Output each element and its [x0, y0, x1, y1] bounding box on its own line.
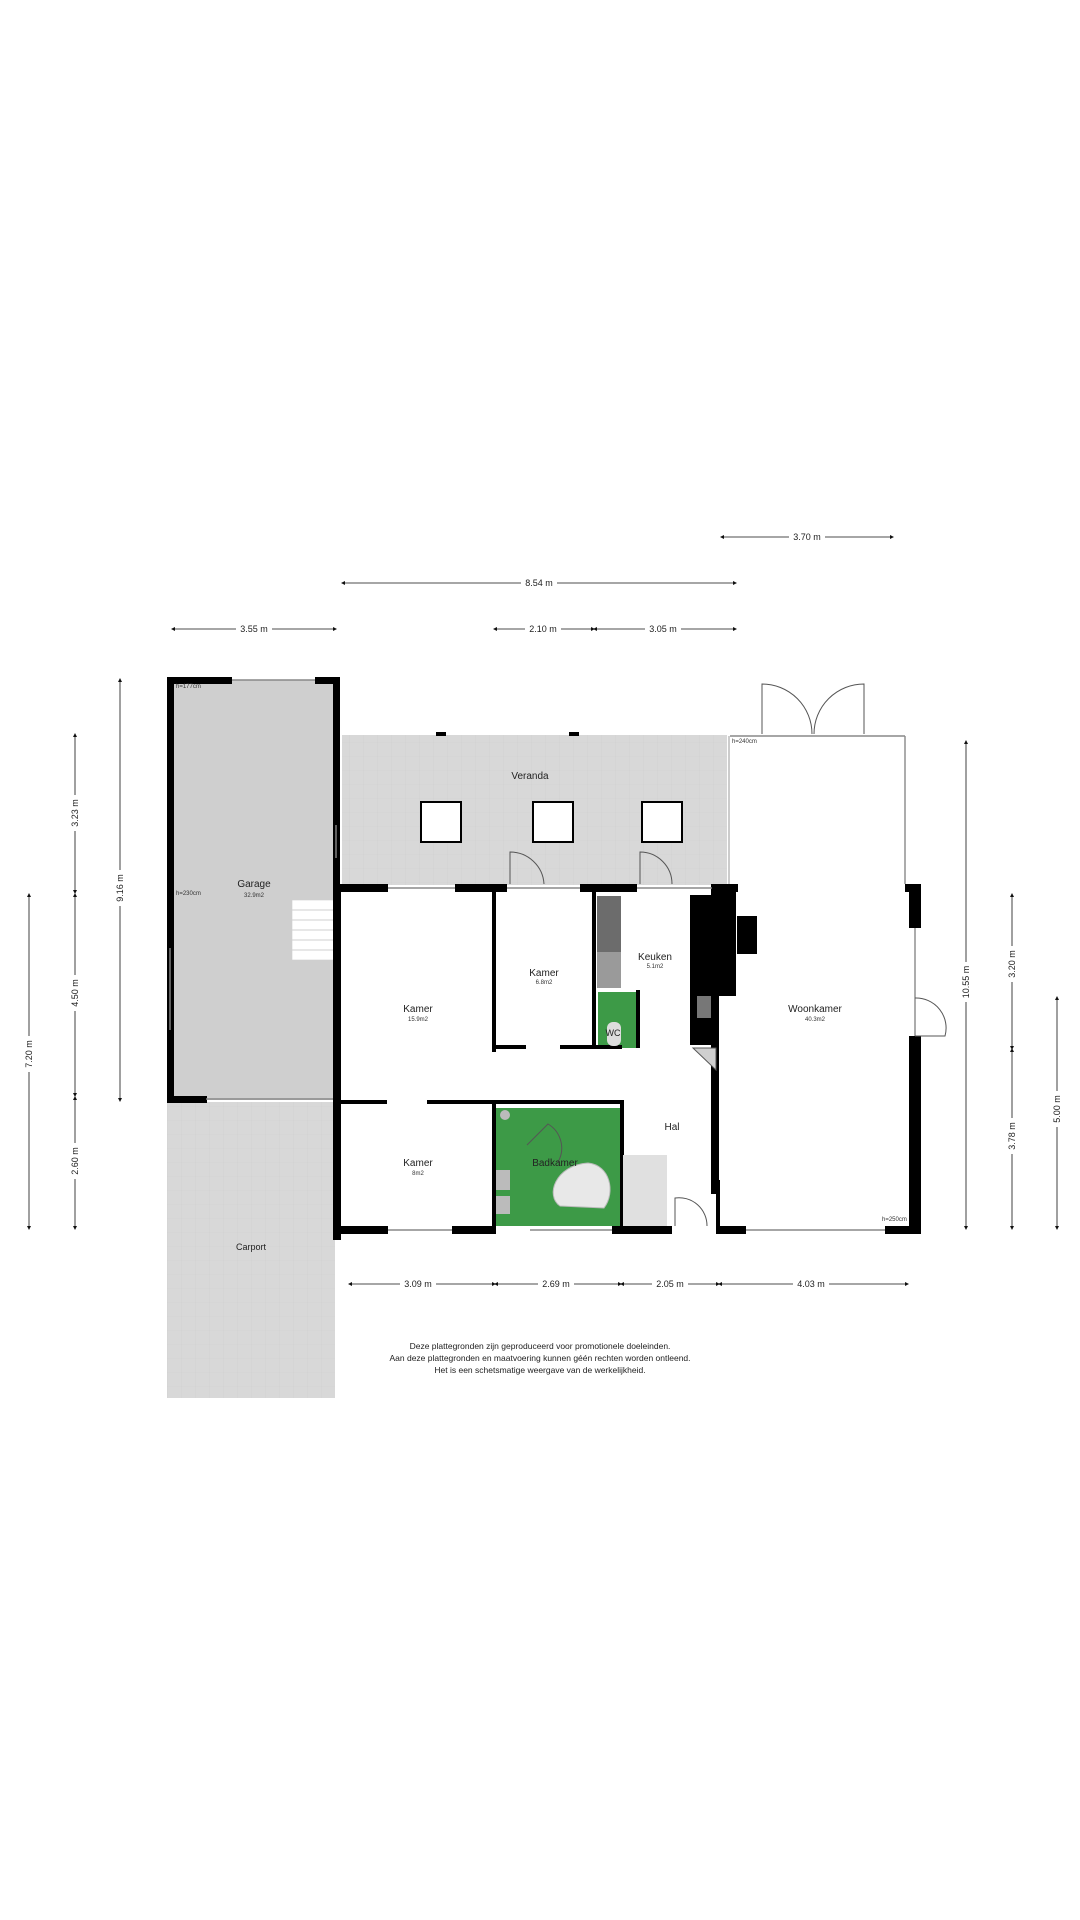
kitchen-sink — [697, 996, 711, 1018]
walls — [167, 677, 921, 1240]
disclaimer-line-2: Aan deze plattegronden en maatvoering ku… — [389, 1353, 690, 1363]
dim-bottom-403: 4.03 m — [797, 1279, 825, 1289]
label-kamer-mid-area: 6.8m2 — [536, 980, 553, 986]
dimension-labels: 3.70 m 8.54 m 3.55 m 2.10 m 3.05 m 3.23 … — [23, 531, 1063, 1290]
dim-left-720: 7.20 m — [24, 1040, 34, 1068]
bath-fixtures — [496, 1022, 667, 1226]
label-keuken: Keuken — [638, 952, 672, 963]
dim-top-305: 3.05 m — [649, 624, 677, 634]
label-kamer-small-area: 8m2 — [412, 1171, 424, 1177]
label-kamer-small: Kamer — [403, 1158, 433, 1169]
label-garage-top-height: h=177cm — [176, 684, 201, 690]
dim-top-370: 3.70 m — [793, 532, 821, 542]
dim-bottom-309: 3.09 m — [404, 1279, 432, 1289]
label-keuken-area: 5.1m2 — [647, 964, 664, 970]
dim-right-500: 5.00 m — [1052, 1095, 1062, 1123]
label-woonkamer-area: 40.3m2 — [805, 1017, 826, 1023]
garage-area — [170, 680, 336, 1100]
label-veranda: Veranda — [511, 771, 549, 782]
doors — [509, 683, 947, 1227]
dim-left-323: 3.23 m — [70, 799, 80, 827]
dim-bottom-205: 2.05 m — [656, 1279, 684, 1289]
label-woonkamer-height-top: h=240cm — [732, 739, 757, 745]
disclaimer-line-1: Deze plattegronden zijn geproduceerd voo… — [410, 1341, 671, 1351]
dim-top-355: 3.55 m — [240, 624, 268, 634]
carport-area — [167, 1102, 335, 1398]
dim-bottom-269: 2.69 m — [542, 1279, 570, 1289]
dim-top-854: 8.54 m — [525, 578, 553, 588]
label-hal: Hal — [664, 1122, 679, 1133]
label-woonkamer-height-bottom: h=250cm — [882, 1217, 907, 1223]
skylights — [420, 732, 683, 843]
dim-right-378: 3.78 m — [1007, 1122, 1017, 1150]
dim-left-916: 9.16 m — [115, 874, 125, 902]
label-garage: Garage — [237, 879, 271, 890]
label-wc: WC — [606, 1028, 621, 1038]
disclaimer-line-3: Het is een schetsmatige weergave van de … — [434, 1365, 645, 1375]
label-kamer-mid: Kamer — [529, 968, 559, 979]
label-garage-height: h=230cm — [176, 891, 201, 897]
garage-stairs — [291, 899, 337, 961]
dim-left-450: 4.50 m — [70, 979, 80, 1007]
dim-left-260: 2.60 m — [70, 1147, 80, 1175]
disclaimer: Deze plattegronden zijn geproduceerd voo… — [389, 1341, 690, 1375]
label-kamer-large: Kamer — [403, 1004, 433, 1015]
dim-top-210: 2.10 m — [529, 624, 557, 634]
label-garage-area: 32.9m2 — [244, 893, 265, 899]
dim-right-320: 3.20 m — [1007, 950, 1017, 978]
windows — [169, 679, 916, 1231]
dim-right-1055: 10.55 m — [961, 966, 971, 999]
label-carport: Carport — [236, 1242, 267, 1252]
label-woonkamer: Woonkamer — [788, 1004, 842, 1015]
label-kamer-large-area: 15.9m2 — [408, 1017, 429, 1023]
label-badkamer: Badkamer — [532, 1158, 578, 1169]
